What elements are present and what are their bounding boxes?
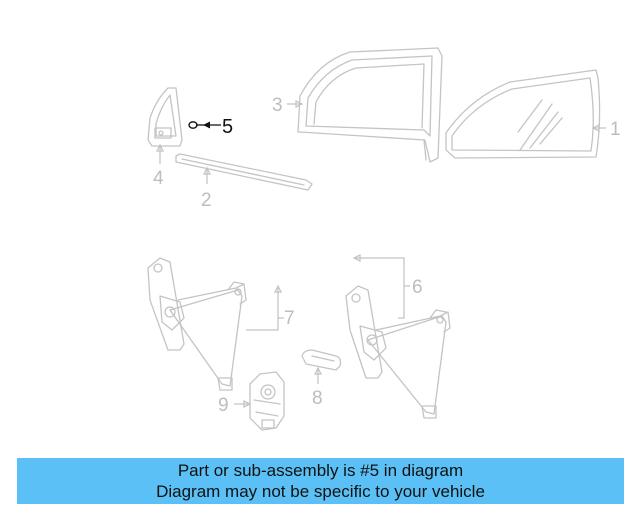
info-banner: Part or sub-assembly is #5 in diagram Di… <box>17 458 624 504</box>
part-2-belt-moulding[interactable] <box>175 153 313 191</box>
part-4-corner-bracket[interactable] <box>147 87 183 147</box>
part-5-screw[interactable] <box>188 121 203 129</box>
banner-line-disclaimer: Diagram may not be specific to your vehi… <box>156 482 485 501</box>
callout-4-label: 4 <box>153 168 164 189</box>
callout-9-label: 9 <box>218 395 229 416</box>
callout-1-label: 1 <box>610 119 621 140</box>
callout-7: 7 <box>246 284 295 331</box>
callout-3-label: 3 <box>272 95 283 116</box>
callout-4: 4 <box>153 143 164 189</box>
part-8-lift-clip[interactable] <box>301 349 342 371</box>
part-7-window-regulator[interactable] <box>147 257 247 391</box>
banner-line-part-number: Part or sub-assembly is #5 in diagram <box>177 461 464 480</box>
part-6-window-regulator[interactable] <box>345 285 451 419</box>
callout-9: 9 <box>218 395 252 416</box>
part-3-door-frame[interactable] <box>297 47 443 163</box>
callout-6: 6 <box>352 254 423 319</box>
callout-5: 5 <box>203 116 233 138</box>
callout-1: 1 <box>591 119 621 140</box>
callout-7-label: 7 <box>284 308 295 329</box>
callout-5-label: 5 <box>222 116 233 138</box>
callout-6-label: 6 <box>412 277 423 298</box>
callout-2: 2 <box>201 166 212 211</box>
part-1-door-glass[interactable] <box>445 69 601 159</box>
part-9-window-motor[interactable] <box>249 371 285 431</box>
callout-3: 3 <box>272 95 304 116</box>
callout-8-label: 8 <box>312 388 323 409</box>
callout-2-label: 2 <box>201 190 212 211</box>
callout-8: 8 <box>312 366 323 409</box>
